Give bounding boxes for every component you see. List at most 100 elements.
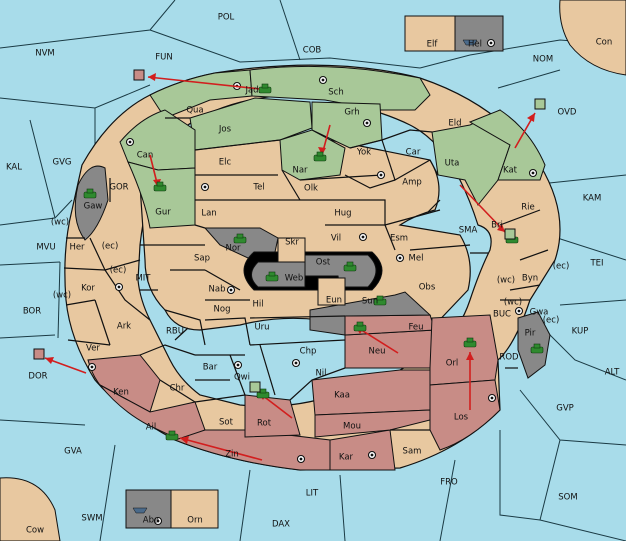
svg-text:Elf: Elf	[427, 40, 439, 50]
svg-text:Rie: Rie	[521, 203, 535, 213]
svg-text:KUP: KUP	[572, 327, 589, 337]
svg-text:Cow: Cow	[26, 526, 44, 536]
svg-text:NOM: NOM	[533, 55, 553, 65]
province-mou[interactable]	[314, 409, 431, 438]
svg-text:Gur: Gur	[155, 208, 171, 218]
svg-text:SWM: SWM	[81, 514, 102, 524]
svg-text:Rot: Rot	[257, 419, 272, 429]
province-neu[interactable]	[344, 329, 436, 369]
svg-text:Nor: Nor	[225, 244, 241, 254]
svg-text:DOR: DOR	[28, 372, 47, 382]
svg-text:Ken: Ken	[113, 388, 129, 398]
supply-centres	[87, 38, 538, 526]
svg-text:Feu: Feu	[408, 323, 423, 333]
svg-text:Neu: Neu	[369, 347, 386, 357]
svg-text:(wc): (wc)	[504, 298, 522, 308]
svg-text:SOM: SOM	[558, 493, 577, 503]
svg-text:ROD: ROD	[499, 353, 519, 363]
province-lines	[63, 117, 549, 431]
svg-text:Zin: Zin	[225, 450, 239, 460]
svg-text:OVD: OVD	[558, 108, 577, 118]
fleet-box	[249, 381, 261, 393]
svg-text:Con: Con	[596, 38, 613, 48]
svg-text:Gaw: Gaw	[84, 202, 103, 212]
fleet-box	[133, 69, 145, 81]
svg-text:Jad: Jad	[244, 86, 258, 96]
svg-text:ALT: ALT	[605, 368, 620, 378]
army-unit	[265, 271, 279, 282]
province-hel[interactable]	[454, 15, 504, 52]
svg-text:GOR: GOR	[109, 183, 128, 193]
svg-text:DAX: DAX	[272, 520, 290, 530]
svg-text:Kar: Kar	[339, 453, 354, 463]
svg-text:Eld: Eld	[448, 119, 461, 129]
svg-text:Uru: Uru	[254, 323, 269, 333]
army-unit	[373, 295, 387, 306]
province-orl[interactable]	[429, 314, 499, 386]
svg-text:KAM: KAM	[583, 194, 602, 204]
svg-text:Nog: Nog	[214, 305, 231, 315]
army-unit	[313, 151, 327, 162]
svg-text:Eun: Eun	[326, 296, 342, 306]
svg-text:Sam: Sam	[403, 447, 422, 457]
province-los[interactable]	[429, 379, 501, 451]
province-orn[interactable]	[170, 489, 219, 529]
province-sch[interactable]	[249, 65, 431, 111]
army-unit	[165, 430, 179, 441]
svg-text:Ail: Ail	[146, 423, 157, 433]
province-skr[interactable]	[277, 237, 306, 263]
svg-text:(wc): (wc)	[497, 276, 515, 286]
svg-text:Gwa: Gwa	[530, 308, 549, 318]
svg-text:Olk: Olk	[304, 184, 318, 194]
svg-text:Kat: Kat	[503, 166, 518, 176]
province-labels: Jad Sch Qua Jos Grh Eld Can Nar Yok Car …	[69, 40, 548, 526]
province-rot[interactable]	[244, 394, 301, 438]
province-gur[interactable]	[127, 161, 196, 229]
svg-text:Aba: Aba	[143, 516, 159, 526]
svg-text:Web: Web	[285, 274, 304, 284]
province-cow[interactable]	[0, 477, 61, 541]
svg-text:MVU: MVU	[36, 243, 55, 253]
svg-text:Obs: Obs	[419, 283, 436, 293]
svg-text:GVP: GVP	[556, 404, 574, 414]
svg-text:FUN: FUN	[155, 53, 172, 63]
province-con[interactable]	[559, 0, 626, 76]
svg-text:Sun: Sun	[362, 297, 378, 307]
svg-text:SMA: SMA	[459, 226, 478, 236]
province-elf[interactable]	[404, 15, 456, 52]
province-kar[interactable]	[329, 429, 396, 471]
svg-text:Chr: Chr	[170, 384, 185, 394]
svg-text:Nar: Nar	[292, 166, 308, 176]
svg-text:Ost: Ost	[316, 258, 331, 268]
svg-text:RBU: RBU	[166, 327, 184, 337]
province-jad[interactable]	[149, 69, 253, 119]
svg-text:Vil: Vil	[331, 234, 341, 244]
army-unit	[343, 261, 357, 272]
svg-text:Kor: Kor	[81, 284, 95, 294]
coast-labels: (wc) (ec) (ec) (wc) (wc) (ec) (wc) (ec)	[51, 218, 569, 326]
province-sun[interactable]	[309, 291, 432, 336]
svg-text:Nil: Nil	[315, 369, 326, 379]
svg-text:Mel: Mel	[409, 254, 424, 264]
svg-text:Hel: Hel	[468, 40, 482, 50]
army-unit	[83, 188, 97, 199]
province-kat[interactable]	[468, 109, 546, 181]
province-gaw[interactable]	[74, 165, 109, 241]
svg-text:Mou: Mou	[343, 422, 361, 432]
svg-text:Her: Her	[69, 243, 85, 253]
svg-text:Qua: Qua	[186, 106, 203, 116]
province-eun[interactable]	[317, 277, 346, 306]
army-unit	[258, 83, 272, 94]
svg-text:Ark: Ark	[117, 322, 131, 332]
province-ail[interactable]	[99, 384, 206, 441]
fleet-box	[33, 348, 45, 360]
svg-text:LIT: LIT	[306, 489, 319, 499]
svg-text:Esm: Esm	[390, 234, 408, 244]
svg-text:Jos: Jos	[218, 125, 232, 135]
svg-text:Orn: Orn	[187, 516, 202, 526]
fleet-box	[504, 228, 516, 240]
province-web[interactable]	[251, 261, 306, 288]
svg-text:GVA: GVA	[64, 447, 82, 457]
